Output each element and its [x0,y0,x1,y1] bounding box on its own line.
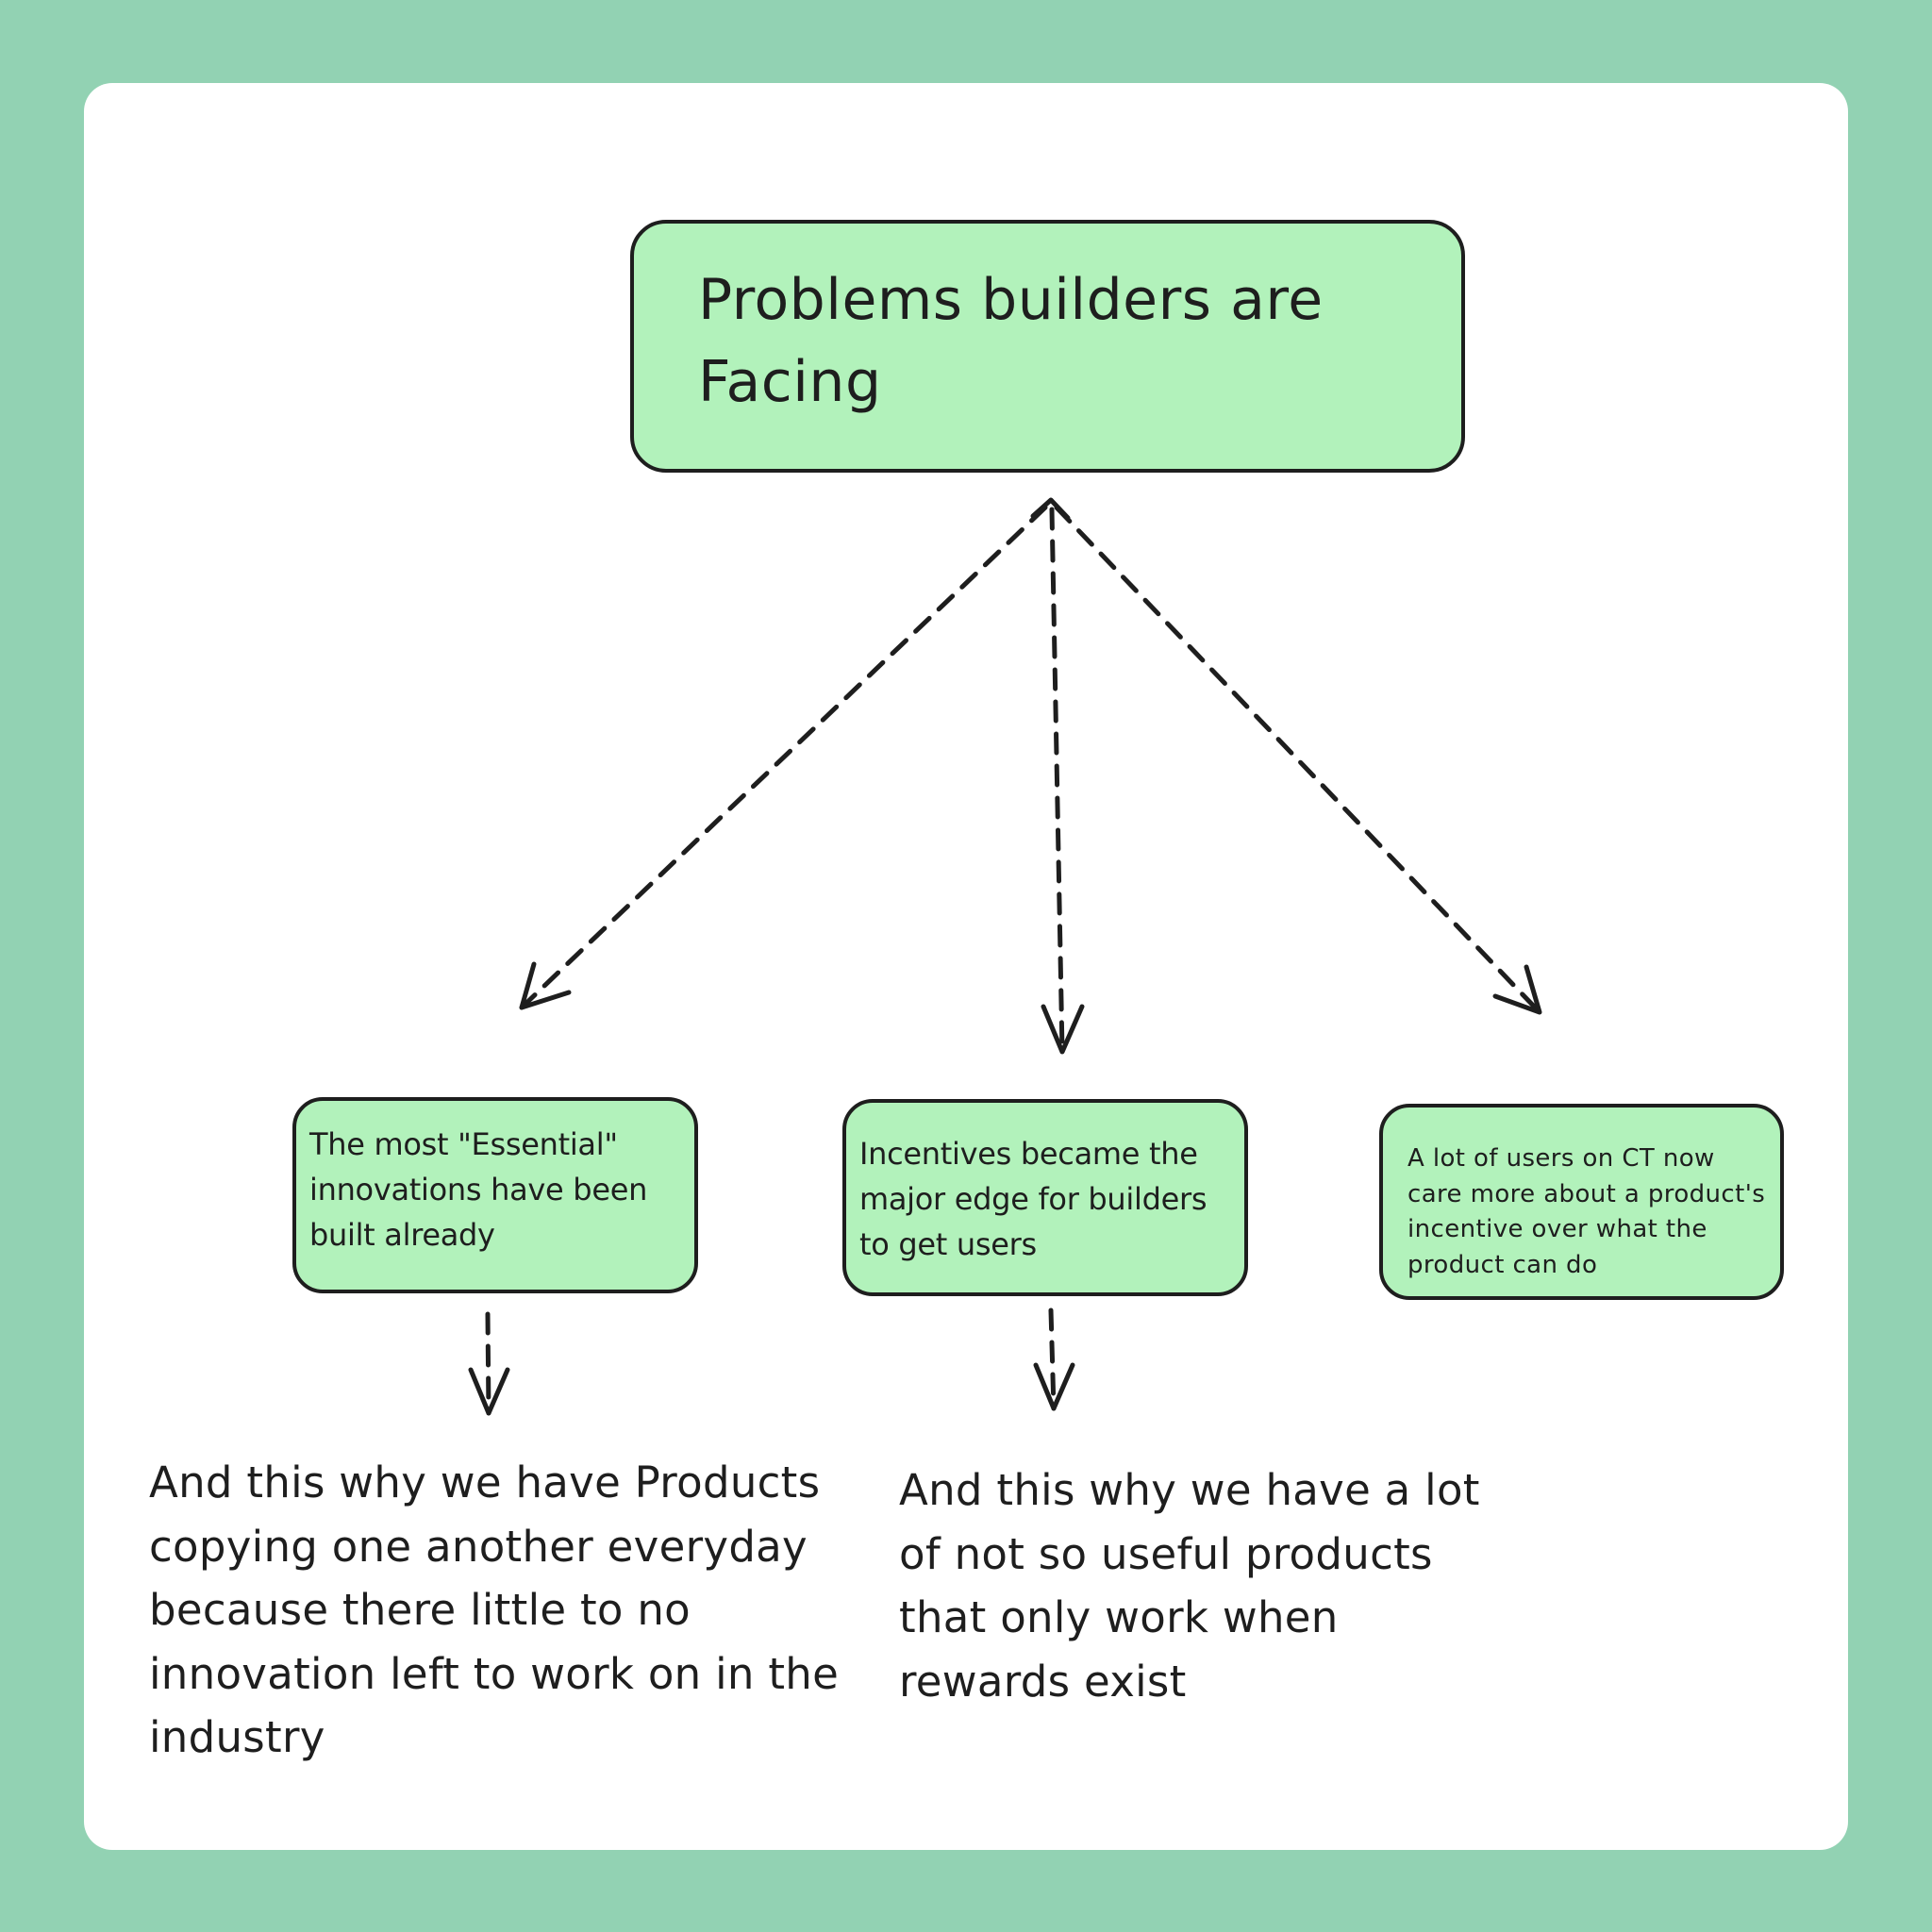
problem-text: Incentives became the major edge for bui… [859,1136,1208,1262]
problem-node-essential-innovations: The most "Essential" innovations have be… [292,1097,698,1293]
consequence-note-not-useful-products: And this why we have a lot of not so use… [899,1465,1480,1707]
problem-node-users-on-ct: A lot of users on CT now care more about… [1379,1104,1784,1300]
problem-text: The most "Essential" innovations have be… [309,1126,648,1253]
problem-text: A lot of users on CT now care more about… [1407,1144,1766,1280]
root-title: Problems builders are Facing [698,267,1324,415]
root-node: Problems builders are Facing [630,220,1465,473]
consequence-note-copying-products: And this why we have Products copying on… [149,1457,840,1762]
problem-node-incentives: Incentives became the major edge for bui… [842,1099,1248,1296]
